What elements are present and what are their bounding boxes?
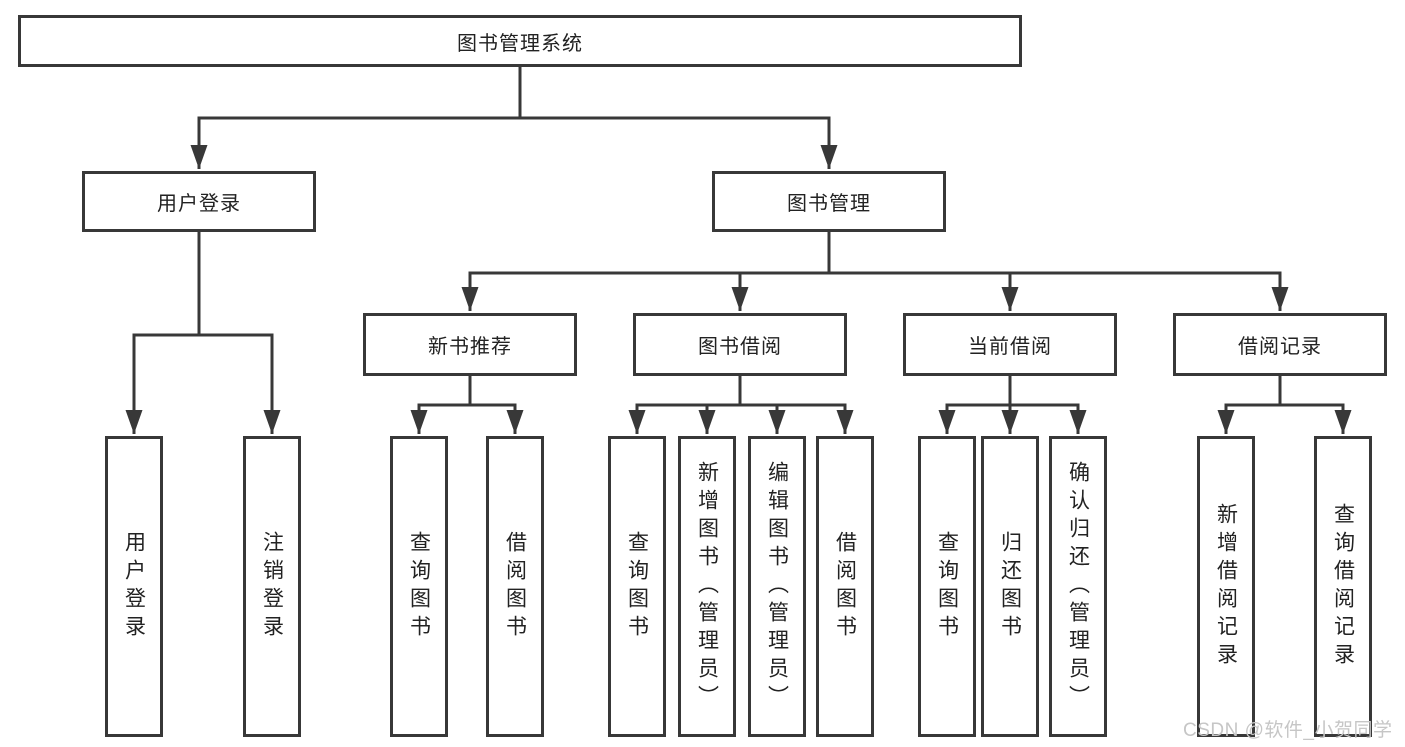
node-label: 编辑图书（管理员） <box>765 460 789 713</box>
leaf-query-books-current: 查询图书 <box>918 436 976 737</box>
node-label: 图书借阅 <box>698 336 782 358</box>
node-label: 用户登录 <box>157 193 241 215</box>
leaf-logout: 注销登录 <box>243 436 301 737</box>
node-label: 当前借阅 <box>968 336 1052 358</box>
node-book-borrowing: 图书借阅 <box>633 313 847 376</box>
node-label: 借阅图书 <box>833 530 857 643</box>
node-root-library-management-system: 图书管理系统 <box>18 15 1022 67</box>
leaf-query-books-borrowing: 查询图书 <box>608 436 666 737</box>
node-label: 借阅记录 <box>1238 336 1322 358</box>
node-label: 图书管理 <box>787 193 871 215</box>
node-label: 新书推荐 <box>428 336 512 358</box>
node-label: 新增借阅记录 <box>1214 502 1238 671</box>
csdn-watermark: CSDN @软件_小贺同学 <box>1183 720 1393 741</box>
node-label: 用户登录 <box>122 530 146 643</box>
leaf-borrow-books-borrowing: 借阅图书 <box>816 436 874 737</box>
leaf-return-books: 归还图书 <box>981 436 1039 737</box>
node-label: 查询图书 <box>407 530 431 643</box>
node-book-management-module: 图书管理 <box>712 171 946 232</box>
leaf-add-books-admin: 新增图书（管理员） <box>678 436 736 737</box>
node-label: 查询图书 <box>625 530 649 643</box>
node-label: 图书管理系统 <box>457 32 583 55</box>
node-label: 确认归还（管理员） <box>1066 460 1090 713</box>
leaf-user-login: 用户登录 <box>105 436 163 737</box>
leaf-add-borrowing-record: 新增借阅记录 <box>1197 436 1255 737</box>
node-label: 查询借阅记录 <box>1331 502 1355 671</box>
leaf-query-books-recommend: 查询图书 <box>390 436 448 737</box>
node-label: 新增图书（管理员） <box>695 460 719 713</box>
node-borrowing-records: 借阅记录 <box>1173 313 1387 376</box>
node-user-login-module: 用户登录 <box>82 171 316 232</box>
node-label: 查询图书 <box>935 530 959 643</box>
leaf-confirm-return-admin: 确认归还（管理员） <box>1049 436 1107 737</box>
node-label: 注销登录 <box>260 530 284 643</box>
leaf-borrow-books-recommend: 借阅图书 <box>486 436 544 737</box>
node-label: 借阅图书 <box>503 530 527 643</box>
leaf-query-borrowing-record: 查询借阅记录 <box>1314 436 1372 737</box>
node-current-borrowing: 当前借阅 <box>903 313 1117 376</box>
leaf-edit-books-admin: 编辑图书（管理员） <box>748 436 806 737</box>
node-label: 归还图书 <box>998 530 1022 643</box>
node-new-book-recommendation: 新书推荐 <box>363 313 577 376</box>
